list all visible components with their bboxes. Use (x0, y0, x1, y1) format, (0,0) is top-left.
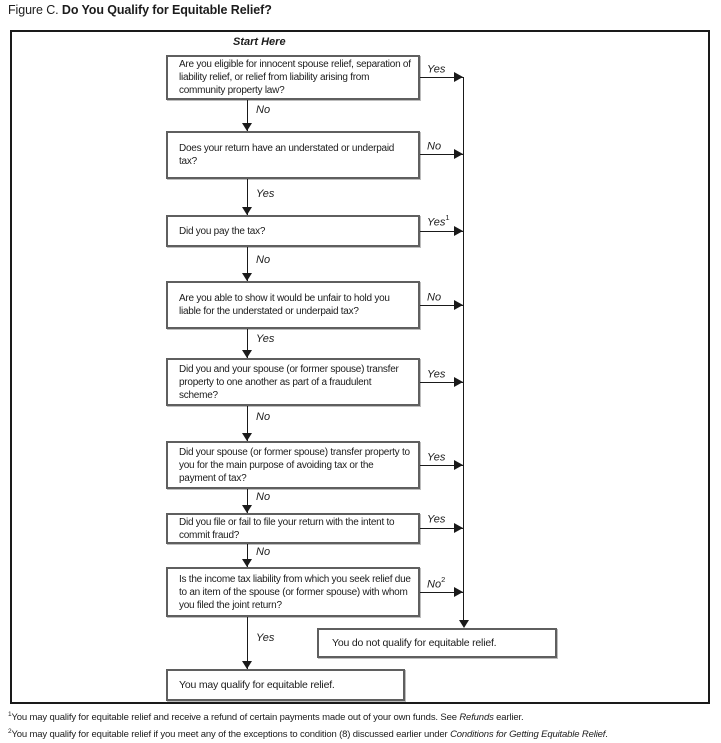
question-text: Did you pay the tax? (179, 225, 266, 237)
arrow-down-icon (242, 207, 252, 215)
branch-label: Yes (427, 61, 445, 76)
arrow-right-icon (454, 460, 463, 470)
footnote-2: 2You may qualify for equitable relief if… (8, 725, 719, 742)
connector-line-down (247, 247, 248, 281)
arrow-down-icon (242, 273, 252, 281)
question-box-8: Is the income tax liability from which y… (166, 567, 420, 617)
question-box-4: Are you able to show it would be unfair … (166, 281, 420, 329)
result-box-not-qualify: You do not qualify for equitable relief. (317, 628, 557, 658)
branch-label-text: Yes (427, 216, 446, 229)
arrow-down-icon (242, 505, 252, 513)
branch-label: No (427, 138, 441, 153)
footnote-text: You may qualify for equitable relief if … (11, 729, 451, 741)
question-box-7: Did you file or fail to file your return… (166, 513, 420, 544)
connector-line-right (420, 592, 463, 593)
arrow-down-icon (459, 620, 469, 628)
connector-line-right (420, 231, 463, 232)
branch-label: Yes (427, 366, 445, 381)
question-text: Does your return have an understated or … (179, 143, 395, 167)
connector-line-down (247, 617, 248, 669)
connector-line-right (420, 305, 463, 306)
footnote-1: 1You may qualify for equitable relief an… (8, 708, 719, 725)
footnotes: 1You may qualify for equitable relief an… (8, 708, 719, 742)
footnote-tail: . (605, 729, 608, 741)
figure-title-prefix: Figure C. (8, 3, 59, 17)
arrow-down-icon (242, 350, 252, 358)
question-box-5: Did you and your spouse (or former spous… (166, 358, 420, 406)
footnote-text: You may qualify for equitable relief and… (11, 712, 460, 724)
branch-label-text: Yes (427, 368, 446, 381)
branch-label-text: No (427, 578, 442, 591)
branch-label-text: No (427, 140, 442, 153)
down-branch-label: Yes (256, 632, 275, 644)
question-text: Is the income tax liability from which y… (179, 573, 411, 611)
down-branch-label: No (256, 254, 271, 266)
arrow-right-icon (454, 587, 463, 597)
question-text: Are you eligible for innocent spouse rel… (179, 59, 411, 96)
down-branch-label: Yes (256, 188, 275, 200)
arrow-right-icon (454, 149, 463, 159)
connector-line-right (420, 154, 463, 155)
branch-label-text: Yes (427, 451, 446, 464)
connector-line-right (420, 465, 463, 466)
result-box-may-qualify: You may qualify for equitable relief. (166, 669, 405, 701)
question-box-2: Does your return have an understated or … (166, 131, 420, 179)
figure-title: Figure C. Do You Qualify for Equitable R… (8, 3, 272, 17)
footnote-sup: 1 (8, 711, 12, 718)
collector-line-down (463, 77, 464, 621)
question-text: Did your spouse (or former spouse) trans… (179, 446, 410, 484)
question-box-1: Are you eligible for innocent spouse rel… (166, 55, 420, 100)
arrow-down-icon (242, 661, 252, 669)
branch-label-sup: 1 (445, 213, 450, 222)
arrow-right-icon (454, 226, 463, 236)
start-here-label: Start Here (233, 36, 286, 48)
footnote-italic-ref: Refunds (459, 712, 494, 724)
connector-line-down (247, 329, 248, 358)
connector-line-right (420, 382, 463, 383)
connector-line-down (247, 406, 248, 441)
down-branch-label: No (256, 546, 271, 558)
arrow-down-icon (242, 433, 252, 441)
arrow-right-icon (454, 72, 463, 82)
down-branch-label: No (256, 491, 271, 503)
question-text: Did you and your spouse (or former spous… (179, 363, 399, 401)
branch-label: Yes1 (427, 213, 450, 229)
down-branch-label: No (256, 411, 271, 423)
footnote-tail: earlier. (493, 712, 524, 724)
arrow-right-icon (454, 300, 463, 310)
question-text: Are you able to show it would be unfair … (179, 293, 390, 317)
question-box-3: Did you pay the tax? (166, 215, 420, 247)
figure-title-main: Do You Qualify for Equitable Relief? (61, 3, 272, 17)
question-box-6: Did your spouse (or former spouse) trans… (166, 441, 420, 489)
branch-label-text: Yes (427, 63, 446, 76)
footnote-sup: 2 (8, 728, 12, 736)
connector-line-down (247, 489, 248, 513)
branch-label: No (427, 289, 441, 304)
branch-label: Yes (427, 449, 445, 464)
arrow-right-icon (454, 523, 463, 533)
connector-line-down (247, 100, 248, 131)
down-branch-label: Yes (256, 333, 275, 345)
down-branch-label: No (256, 104, 271, 116)
arrow-right-icon (454, 377, 463, 387)
branch-label-text: No (427, 291, 442, 304)
result-text: You may qualify for equitable relief. (179, 679, 335, 691)
arrow-down-icon (242, 559, 252, 567)
connector-line-right (420, 77, 463, 78)
question-text: Did you file or fail to file your return… (179, 516, 395, 541)
footnote-italic-ref: Conditions for Getting Equitable Relief (450, 729, 606, 741)
branch-label-sup: 2 (441, 575, 446, 584)
branch-label: No2 (427, 575, 446, 591)
connector-line-down (247, 179, 248, 215)
branch-label-text: Yes (427, 513, 446, 526)
connector-line-down (247, 544, 248, 567)
result-text: You do not qualify for equitable relief. (332, 637, 497, 649)
arrow-down-icon (242, 123, 252, 131)
connector-line-right (420, 528, 463, 529)
branch-label: Yes (427, 511, 445, 526)
